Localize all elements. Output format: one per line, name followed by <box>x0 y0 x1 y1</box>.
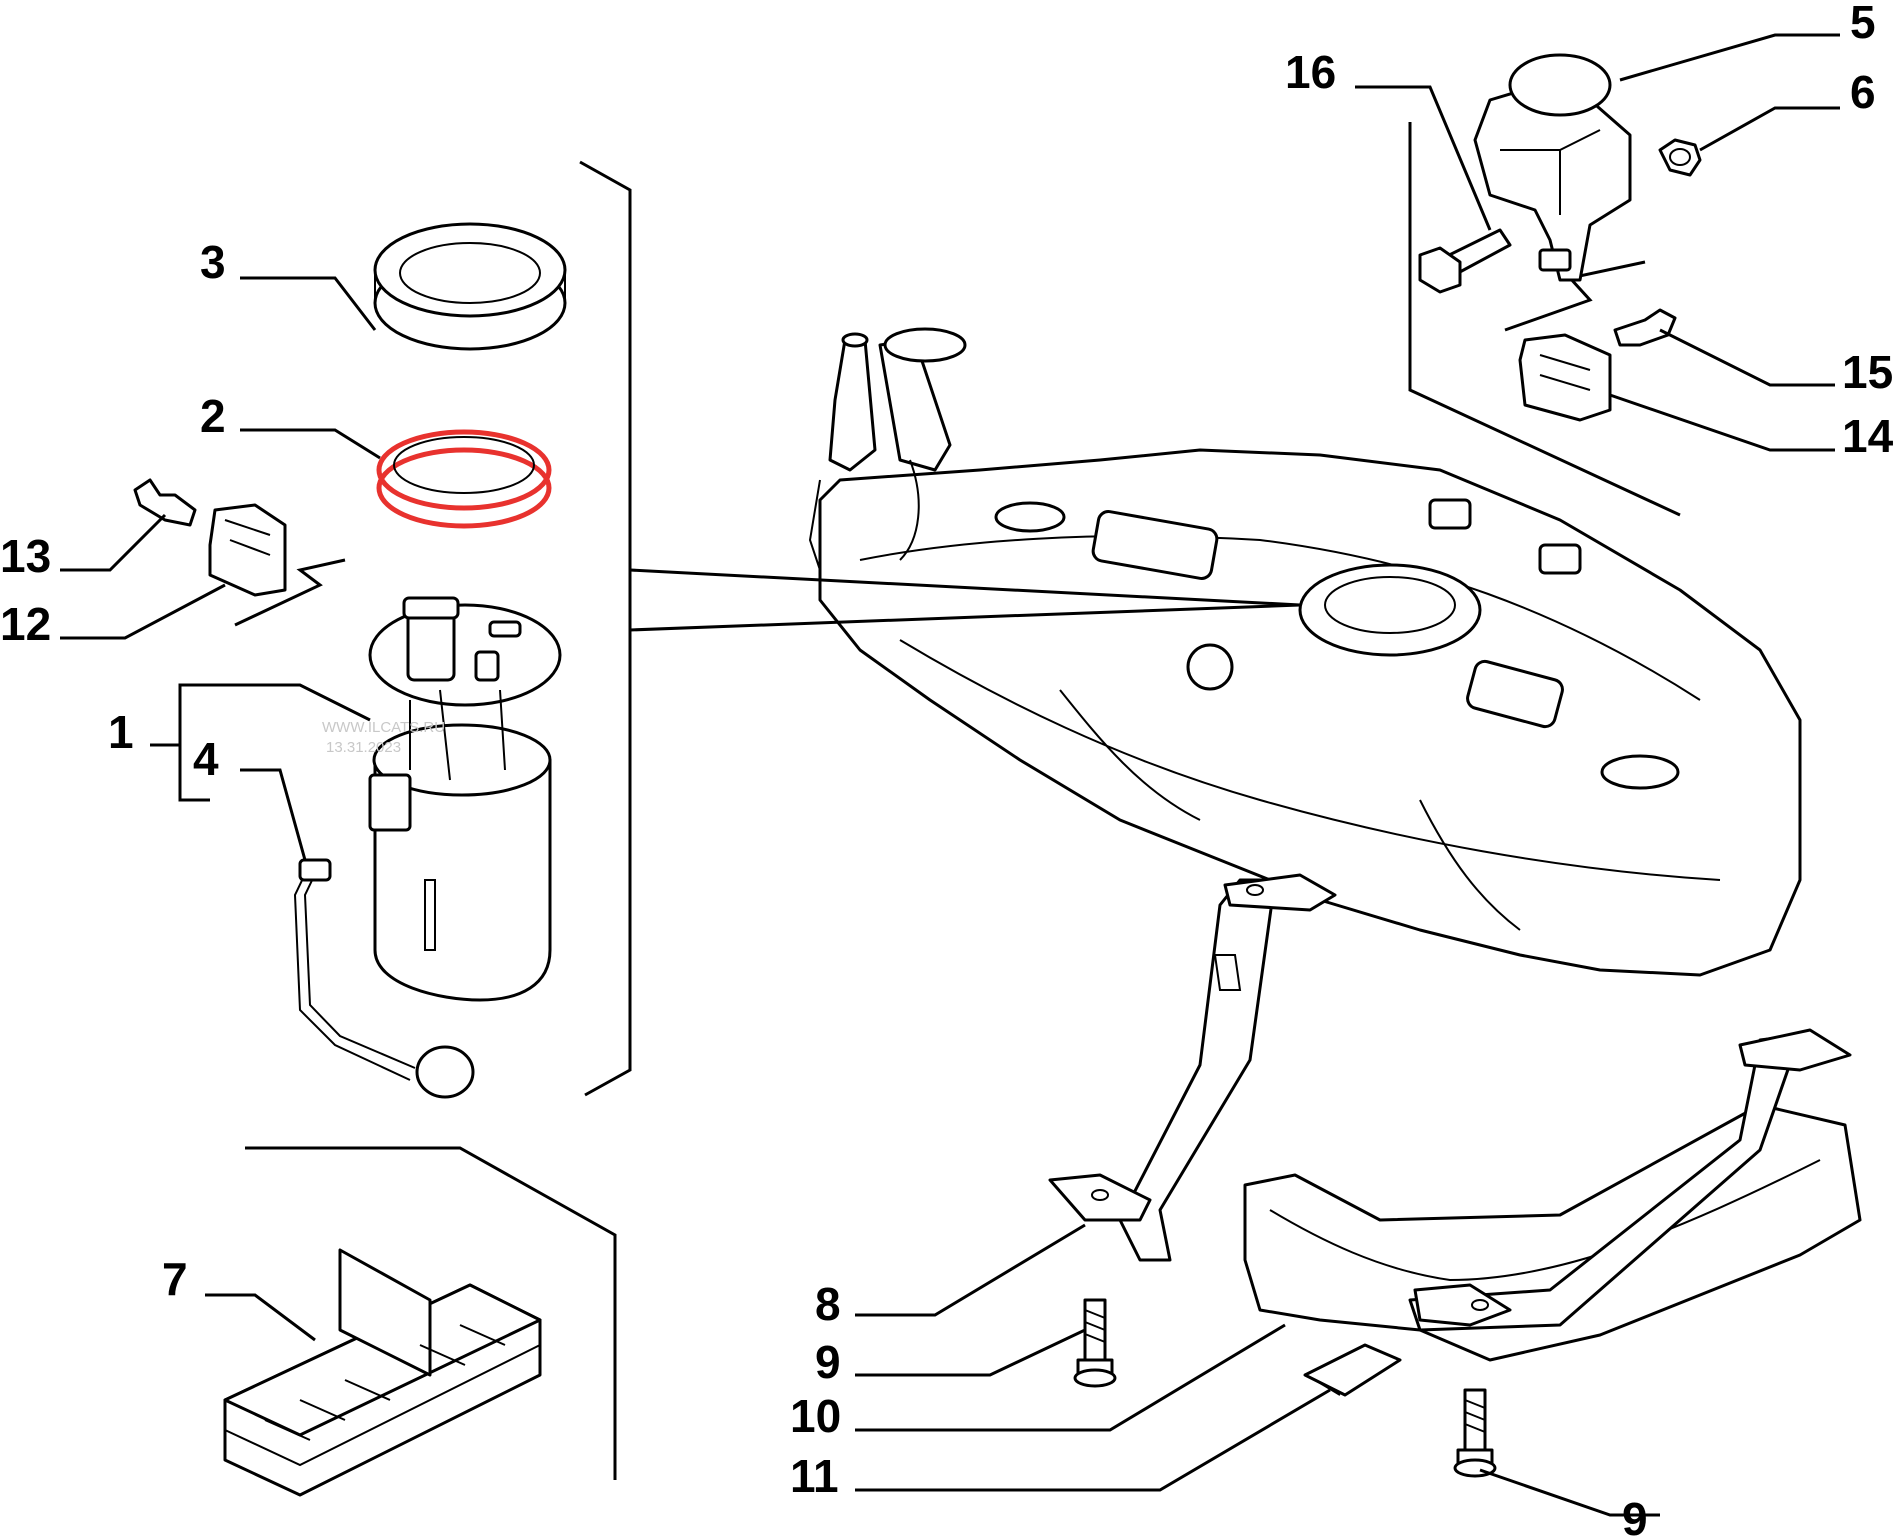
screw-lower <box>1453 1388 1497 1478</box>
level-sender <box>293 858 475 1099</box>
tank-strap <box>1048 873 1337 1262</box>
divider-left <box>234 558 346 627</box>
pointer-to-tank <box>629 568 1301 607</box>
leader-9-lower <box>1479 1468 1660 1517</box>
group-bracket-line-top-right <box>1408 122 1681 517</box>
fuel-pump-module <box>368 596 562 1002</box>
clip <box>1303 1343 1402 1397</box>
callout-9-upper: 9 <box>815 1336 841 1388</box>
watermark-line-2: 13.31.2023 <box>326 739 401 756</box>
leader-12 <box>60 583 226 640</box>
leader-8 <box>855 1223 1086 1317</box>
callout-8: 8 <box>815 1278 841 1330</box>
leader-7 <box>205 1293 316 1342</box>
pointer-to-tank-lower <box>629 603 1301 632</box>
callout-6: 6 <box>1850 66 1876 118</box>
watermark-line-1: WWW.ILCATS.RU <box>322 719 445 736</box>
filler-neck <box>808 327 967 571</box>
nut <box>1658 138 1702 177</box>
heat-shield <box>1243 1028 1862 1362</box>
callout-3: 3 <box>200 236 226 288</box>
seal-ring <box>376 429 552 529</box>
group-bracket-line-bottom <box>245 1146 617 1480</box>
fuel-tank <box>818 448 1802 977</box>
callout-13: 13 <box>0 530 51 582</box>
leader-11 <box>855 1388 1331 1492</box>
connector-housing-right <box>1518 333 1612 422</box>
callout-11: 11 <box>790 1450 839 1502</box>
callout-5: 5 <box>1850 0 1876 48</box>
divider-top-right-1 <box>1504 260 1646 332</box>
leader-15 <box>1659 328 1835 387</box>
terminal-right <box>1613 308 1677 347</box>
leader-lines <box>60 33 1840 1517</box>
leader-3 <box>240 276 377 331</box>
terminal-left <box>133 478 197 527</box>
callout-2: 2 <box>200 390 226 442</box>
leader-5 <box>1619 33 1840 82</box>
leader-13 <box>60 513 167 572</box>
callout-15: 15 <box>1842 346 1893 398</box>
callout-14: 14 <box>1842 410 1894 462</box>
bolt <box>1418 228 1512 294</box>
callout-4: 4 <box>193 733 219 785</box>
leader-10 <box>855 1323 1286 1432</box>
callout-1: 1 <box>108 706 134 758</box>
callout-7: 7 <box>162 1253 188 1305</box>
leader-16 <box>1355 85 1492 231</box>
watermark: WWW.ILCATS.RU 13.31.2023 <box>322 719 445 756</box>
canister <box>223 1248 542 1497</box>
callout-12: 12 <box>0 598 51 650</box>
leader-14 <box>1609 393 1835 452</box>
callout-16: 16 <box>1285 46 1336 98</box>
leader-9-upper <box>855 1328 1086 1377</box>
callout-10: 10 <box>790 1390 841 1442</box>
leader-2 <box>240 428 381 460</box>
leader-6 <box>1699 106 1840 152</box>
callout-9-lower: 9 <box>1622 1493 1648 1538</box>
lock-ring <box>373 222 567 351</box>
pressure-sensor <box>1473 53 1632 282</box>
group-bracket-line <box>579 160 632 1097</box>
connector-housing-left <box>208 503 287 597</box>
screw-upper <box>1073 1298 1117 1388</box>
leader-4 <box>240 768 307 861</box>
leader-1 <box>150 683 371 802</box>
